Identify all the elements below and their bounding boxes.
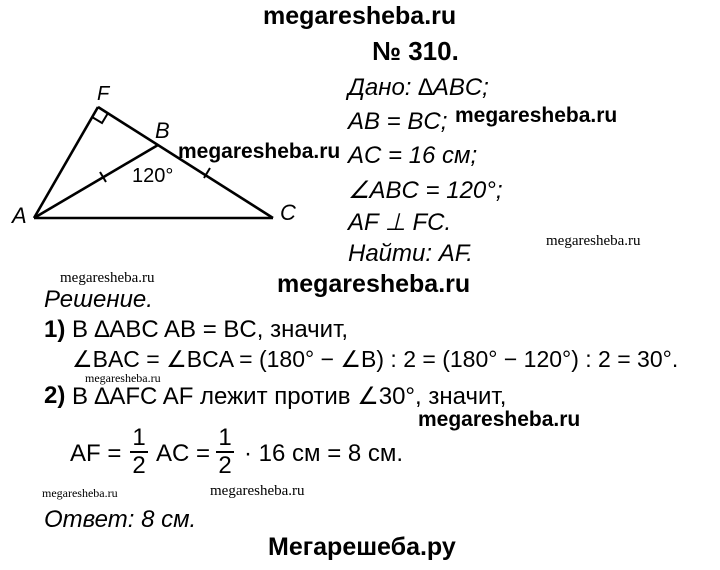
problem-number: № 310. (372, 36, 459, 66)
formula-lhs: AF = (70, 440, 122, 467)
watermark-solution-left: megaresheba.ru (60, 270, 155, 286)
step-1-number: 1) (44, 316, 66, 343)
fraction-1-numerator: 1 (130, 425, 148, 453)
label-b: B (155, 118, 170, 143)
fraction-2: 1 2 (216, 425, 234, 479)
formula-mid: AC = (156, 440, 211, 467)
label-c: C (280, 200, 296, 225)
label-a: A (10, 203, 27, 228)
given-line-3: AC = 16 см; (348, 142, 478, 169)
watermark-diagram: megaresheba.ru (178, 140, 341, 163)
side-fc (97, 105, 274, 220)
step-1-line-2: ∠BAC = ∠BCA = (180° − ∠B) : 2 = (180° − … (72, 346, 679, 372)
watermark-top: megaresheba.ru (263, 2, 457, 30)
step-1-line-1: В ∆ABC AB = BC, значит, (72, 316, 349, 343)
tick-mark-bc (203, 167, 211, 179)
given-line-2: AB = BC; (348, 108, 448, 135)
fraction-1: 1 2 (130, 425, 148, 479)
given-line-5: AF ⊥ FC. (348, 209, 452, 236)
step-2-line-1: В ∆AFC AF лежит против ∠30°, значит, (72, 383, 507, 410)
side-af (32, 106, 100, 219)
watermark-answer-center: megaresheba.ru (210, 483, 305, 499)
tick-mark-ab (99, 171, 107, 183)
fraction-2-numerator: 1 (216, 425, 234, 453)
triangle-diagram: A F B C 120° (10, 83, 296, 228)
watermark-given-right: megaresheba.ru (455, 104, 618, 127)
answer-text: Ответ: 8 см. (44, 506, 197, 533)
watermark-answer-left: megaresheba.ru (42, 486, 118, 500)
given-line-4: ∠ABC = 120°; (348, 177, 503, 204)
solution-heading: Решение. (44, 286, 153, 313)
watermark-find-right: megaresheba.ru (546, 233, 641, 249)
watermark-bottom: Мегарешеба.ру (268, 533, 456, 561)
formula-rhs: · 16 см = 8 см. (244, 440, 404, 467)
step-2-number: 2) (44, 382, 66, 409)
fraction-1-denominator: 2 (132, 452, 146, 479)
right-angle-mark (91, 112, 109, 125)
fraction-2-denominator: 2 (218, 452, 232, 479)
given-line-6: Найти: AF. (348, 240, 473, 267)
label-angle-120: 120° (132, 165, 173, 187)
watermark-step2-left: megaresheba.ru (85, 371, 161, 385)
watermark-solution-center: megaresheba.ru (277, 270, 471, 298)
side-ab (33, 143, 159, 220)
label-f: F (97, 83, 111, 105)
given-line-1: Дано: ∆ABC; (348, 74, 489, 101)
watermark-step2-right: megaresheba.ru (418, 408, 581, 431)
